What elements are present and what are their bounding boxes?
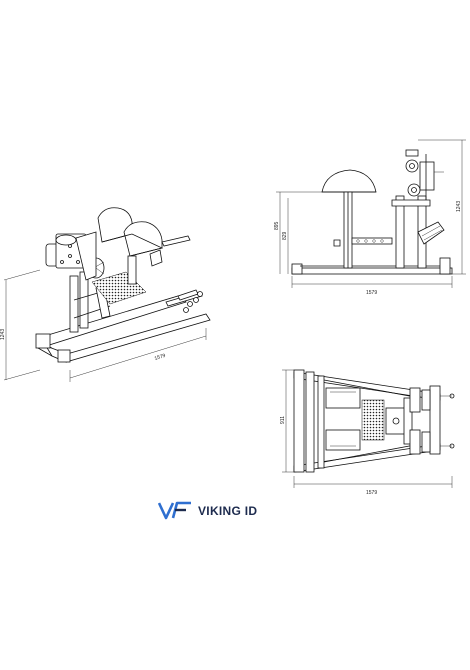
- brand-name: VIKING ID: [198, 504, 258, 518]
- top-width-dim: 911: [280, 416, 286, 424]
- brand-logo: VIKING ID: [158, 498, 288, 524]
- iso-height-dim: 1243: [0, 329, 6, 340]
- iso-length-dim: 1579: [154, 353, 167, 362]
- isometric-view: 1243 1579: [0, 207, 211, 382]
- side-seat-height-dim: 895: [274, 221, 280, 230]
- vf-logo-icon: [158, 501, 191, 520]
- top-view: 911 1579: [280, 369, 455, 496]
- side-overall-height-dim: 1243: [456, 201, 462, 212]
- side-pad-height-dim: 829: [282, 231, 288, 240]
- side-view: 895 829 1243 1579: [274, 139, 466, 296]
- side-length-dim: 1579: [366, 290, 377, 296]
- top-length-dim: 1579: [366, 490, 377, 496]
